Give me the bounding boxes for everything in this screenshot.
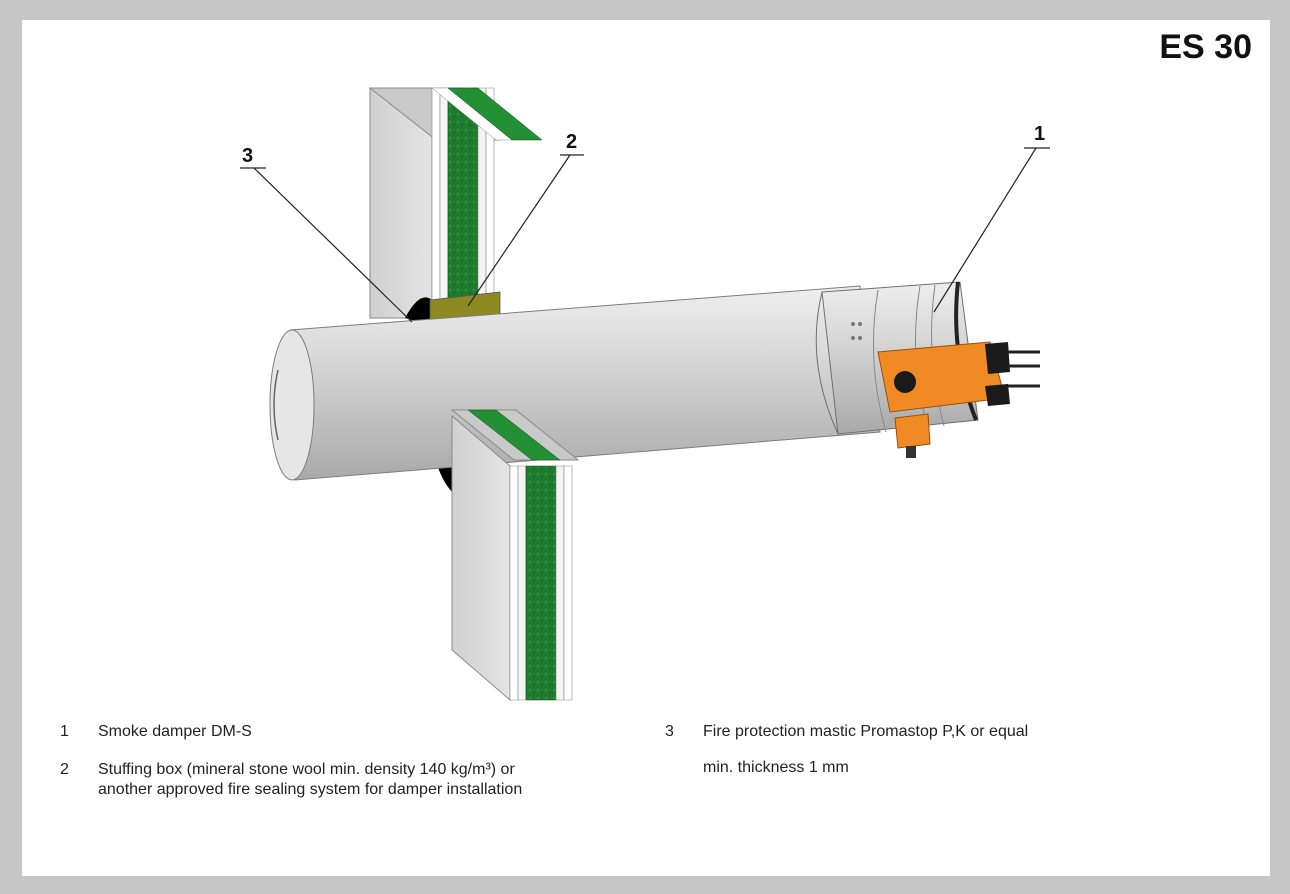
legend-text: Smoke damper DM-S bbox=[98, 723, 252, 740]
mineral-wool-insulation-lower bbox=[525, 465, 557, 701]
callout-1: 1 bbox=[1034, 123, 1045, 145]
duct-opening bbox=[269, 329, 315, 481]
legend-item-2: 2 Stuffing box (mineral stone wool min. … bbox=[60, 760, 580, 850]
legend-number: 1 bbox=[60, 723, 69, 740]
upper-wall bbox=[368, 87, 543, 319]
legend-text: Stuffing box (mineral stone wool min. de… bbox=[98, 761, 523, 798]
wall-opening-shadow-upper bbox=[405, 297, 432, 326]
duct bbox=[269, 285, 881, 481]
legend-item-3: 3 Fire protection mastic Promastop P,K o… bbox=[665, 722, 1225, 792]
legend-number: 3 bbox=[665, 723, 674, 740]
callout-leaders bbox=[240, 147, 1050, 323]
damper-actuator bbox=[877, 341, 1040, 458]
lower-wall bbox=[450, 409, 580, 702]
legend-item-1: 1 Smoke damper DM-S bbox=[60, 722, 560, 746]
legend-text: Fire protection mastic Promastop P,K or … bbox=[703, 723, 1029, 776]
callout-3: 3 bbox=[242, 145, 253, 167]
callout-2: 2 bbox=[566, 131, 577, 153]
legend-number: 2 bbox=[60, 761, 69, 778]
fire-rating-label: ES 30 bbox=[1159, 28, 1252, 66]
mineral-wool-insulation-upper bbox=[447, 87, 479, 319]
